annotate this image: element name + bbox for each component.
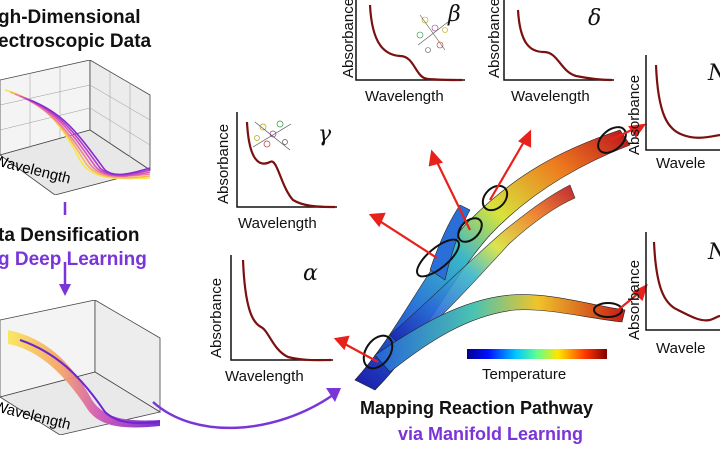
densify-arrow — [59, 202, 71, 296]
n-top-y-label: Absorbance — [626, 74, 643, 155]
panel-n-bottom: Absorbance Wavele N — [626, 232, 720, 362]
panel-n-top: Absorbance Wavele N — [626, 55, 720, 175]
alpha-label: α — [303, 261, 318, 286]
colorbar-label: Temperature — [482, 366, 567, 383]
title-line-2: ectroscopic Data — [0, 31, 152, 52]
beta-label: β — [448, 2, 461, 27]
alpha-y-label: Absorbance — [208, 277, 225, 358]
manifold-plot — [354, 126, 631, 391]
densification-line-1: ta Densification — [0, 225, 140, 246]
n-top-x-label: Wavele — [656, 155, 706, 172]
n-bottom-label: N — [708, 240, 720, 265]
gamma-x-label: Wavelength — [238, 215, 317, 232]
spectral-data-cube-bottom — [0, 300, 162, 435]
delta-label: δ — [588, 6, 602, 31]
panel-alpha: Absorbance Wavelength α — [203, 255, 338, 385]
delta-y-label: Absorbance — [486, 0, 503, 78]
panel-delta: Absorbance Wavelength δ — [486, 0, 616, 125]
panel-gamma: Absorbance Wavelength γ — [205, 112, 340, 242]
gamma-label: γ — [318, 122, 332, 147]
manifold-title-line-1: Mapping Reaction Pathway — [360, 398, 594, 418]
n-top-label: N — [708, 61, 720, 86]
densification-line-2: g Deep Learning — [0, 249, 147, 270]
gamma-y-label: Absorbance — [215, 123, 232, 204]
delta-x-label: Wavelength — [511, 88, 590, 105]
manifold-title-line-2: via Manifold Learning — [398, 424, 584, 444]
temperature-colorbar — [467, 349, 607, 359]
alpha-x-label: Wavelength — [225, 368, 304, 385]
title-line-1: gh-Dimensional — [0, 7, 141, 28]
n-bottom-x-label: Wavele — [656, 340, 706, 357]
curved-arrow-to-manifold — [152, 388, 341, 430]
spectral-data-cube-top — [0, 60, 151, 195]
n-bottom-y-label: Absorbance — [626, 259, 643, 340]
beta-y-label: Absorbance — [340, 0, 357, 78]
panel-beta: Absorbance Wavelength β — [340, 0, 470, 125]
beta-x-label: Wavelength — [365, 88, 444, 105]
